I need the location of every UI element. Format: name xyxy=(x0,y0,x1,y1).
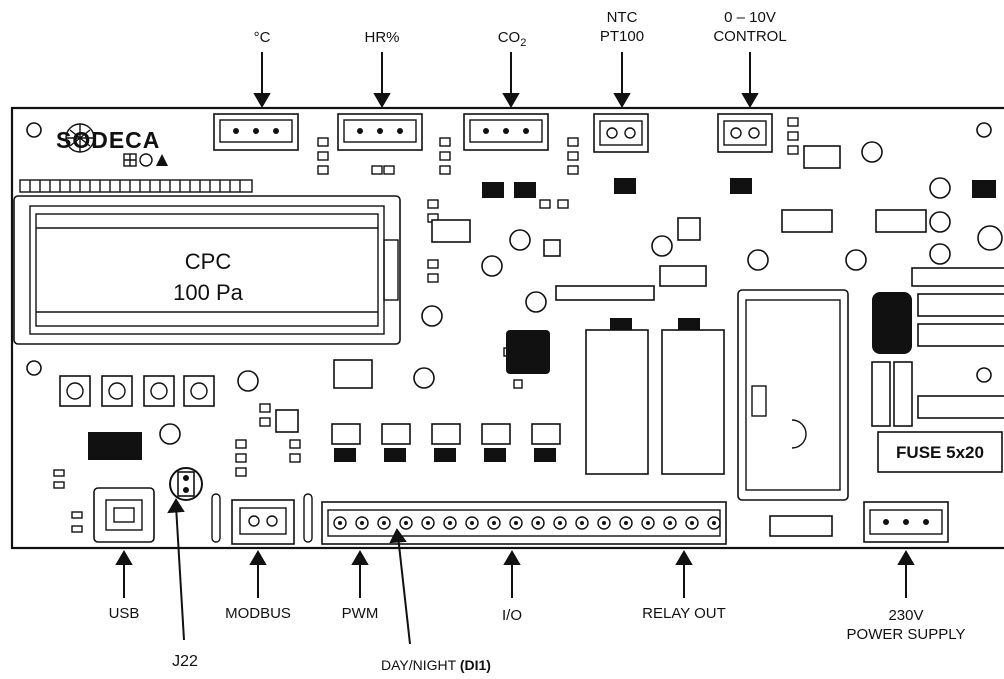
fuse-label: FUSE 5x20 xyxy=(896,443,984,462)
ic-chip xyxy=(659,265,707,287)
label-control: 0 – 10V CONTROL xyxy=(700,8,800,46)
mount-hole xyxy=(976,367,992,383)
label-power-line2: POWER SUPPLY xyxy=(846,626,966,643)
psu-module xyxy=(737,289,849,501)
label-io: I/O xyxy=(501,607,522,624)
potentiometer xyxy=(509,229,531,251)
ic-chip xyxy=(677,217,701,241)
label-ntc: NTC PT100 xyxy=(592,8,652,46)
usb-ic xyxy=(88,432,142,460)
component-block xyxy=(781,209,833,233)
mount-hole xyxy=(976,122,992,138)
label-temperature: °C xyxy=(253,29,271,46)
lcd-display xyxy=(13,195,401,345)
relays xyxy=(555,285,725,475)
ic-chip xyxy=(543,239,561,257)
label-humidity: HR% xyxy=(364,29,400,46)
component-block xyxy=(769,515,833,537)
svg-text:SODECA: SODECA xyxy=(56,127,160,153)
label-day-night: DAY/NIGHT (DI1) xyxy=(336,656,536,675)
label-co2: CO2 xyxy=(482,28,542,53)
push-buttons xyxy=(59,375,215,407)
sodeca-logo: SODECA xyxy=(56,123,168,167)
small-components xyxy=(53,117,799,533)
label-day-night-bold: (DI1) xyxy=(459,657,491,673)
connector-power xyxy=(863,501,949,543)
connector-temp xyxy=(213,113,299,151)
lcd-line-1: CPC xyxy=(185,249,232,274)
label-control-line1: 0 – 10V xyxy=(724,9,776,26)
connector-co2 xyxy=(463,113,549,151)
j22-jumper xyxy=(169,467,203,501)
ic-chip xyxy=(333,359,373,389)
label-j22: J22 xyxy=(172,653,198,670)
usb-connector xyxy=(93,487,155,543)
microcontroller xyxy=(506,330,550,374)
connector-0-10v xyxy=(717,113,773,153)
label-modbus: MODBUS xyxy=(225,605,291,622)
label-ntc-line1: NTC xyxy=(606,9,638,26)
label-day-night-text: DAY/NIGHT xyxy=(381,657,460,673)
connector-ntc xyxy=(593,113,649,153)
connector-modbus xyxy=(231,499,295,545)
ic-chip xyxy=(431,219,471,243)
label-power-supply: 230V POWER SUPPLY xyxy=(816,606,996,644)
label-usb: USB xyxy=(108,605,140,622)
lcd-header xyxy=(19,179,253,193)
ic-chip xyxy=(275,409,299,433)
label-co2-subscript: 2 xyxy=(520,37,527,49)
label-relay-out: RELAY OUT xyxy=(642,605,726,622)
lcd-line-2: 100 Pa xyxy=(173,280,243,305)
label-co2-main: CO xyxy=(497,29,521,46)
label-ntc-line2: PT100 xyxy=(599,28,645,45)
optocouplers xyxy=(331,423,561,462)
component-block xyxy=(875,209,927,233)
mount-hole xyxy=(26,360,42,376)
label-pwm: PWM xyxy=(341,605,379,622)
connector-hr xyxy=(337,113,423,151)
mount-hole xyxy=(26,122,42,138)
fuse-label-box xyxy=(877,431,1003,473)
terminal-strip xyxy=(321,501,727,545)
label-control-line2: CONTROL xyxy=(713,28,787,45)
capacitors xyxy=(413,141,1003,389)
fuse-holder xyxy=(871,267,1004,427)
label-power-line1: 230V xyxy=(888,607,924,624)
pointer-arrows xyxy=(115,52,915,645)
ic-chip xyxy=(803,145,841,169)
